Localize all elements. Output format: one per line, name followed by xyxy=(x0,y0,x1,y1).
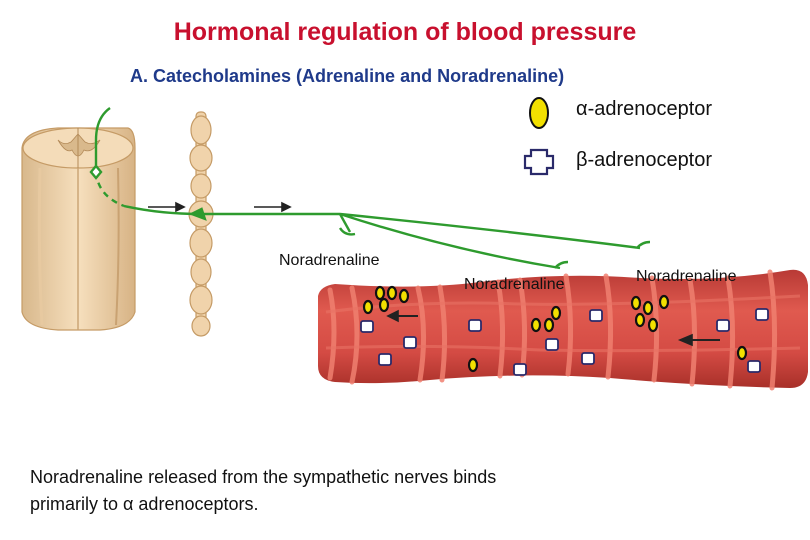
alpha-receptor xyxy=(467,357,479,373)
alpha-receptor xyxy=(550,305,562,321)
beta-adrenoceptor-legend-icon xyxy=(523,148,555,176)
beta-receptor xyxy=(545,338,559,351)
sympathetic-nerve xyxy=(89,107,651,270)
beta-receptor xyxy=(716,319,730,332)
noradrenaline-label-middle: Noradrenaline xyxy=(464,276,565,293)
alpha-receptor xyxy=(530,317,542,333)
beta-receptor xyxy=(403,336,417,349)
alpha-receptor xyxy=(736,345,748,361)
spinal-cord xyxy=(21,127,136,331)
alpha-receptor xyxy=(374,285,386,301)
alpha-receptor xyxy=(642,300,654,316)
alpha-adrenoceptor-label: α-adrenoceptor xyxy=(576,98,713,120)
alpha-receptor xyxy=(398,288,410,304)
alpha-receptor xyxy=(543,317,555,333)
beta-receptor xyxy=(589,309,603,322)
alpha-receptors xyxy=(362,285,748,373)
noradrenaline-label-left: Noradrenaline xyxy=(279,252,380,269)
noradrenaline-label-right: Noradrenaline xyxy=(636,268,737,285)
alpha-receptor xyxy=(647,317,659,333)
alpha-receptor xyxy=(386,285,398,301)
beta-receptors xyxy=(360,308,769,376)
alpha-receptor xyxy=(362,299,374,315)
alpha-adrenoceptor-legend-icon xyxy=(529,97,549,129)
page-title: Hormonal regulation of blood pressure xyxy=(173,18,637,46)
beta-adrenoceptor-label: β-adrenoceptor xyxy=(576,149,713,171)
beta-receptor xyxy=(378,353,392,366)
section-subtitle: A. Catecholamines (Adrenaline and Noradr… xyxy=(130,66,565,86)
alpha-receptor xyxy=(658,294,670,310)
pathway-arrows xyxy=(148,201,720,347)
beta-receptor xyxy=(513,363,527,376)
beta-receptor xyxy=(468,319,482,332)
beta-receptor xyxy=(360,320,374,333)
beta-receptor xyxy=(747,360,761,373)
alpha-receptor xyxy=(634,312,646,328)
caption-line-2: primarily to α adrenoceptors. xyxy=(30,494,259,514)
alpha-receptor xyxy=(630,295,642,311)
alpha-receptor xyxy=(378,297,390,313)
beta-receptor xyxy=(755,308,769,321)
caption: Noradrenaline released from the sympathe… xyxy=(30,464,650,518)
caption-line-1: Noradrenaline released from the sympathe… xyxy=(30,467,497,487)
blood-vessel xyxy=(318,269,808,391)
beta-receptor xyxy=(581,352,595,365)
sympathetic-chain xyxy=(188,111,214,337)
